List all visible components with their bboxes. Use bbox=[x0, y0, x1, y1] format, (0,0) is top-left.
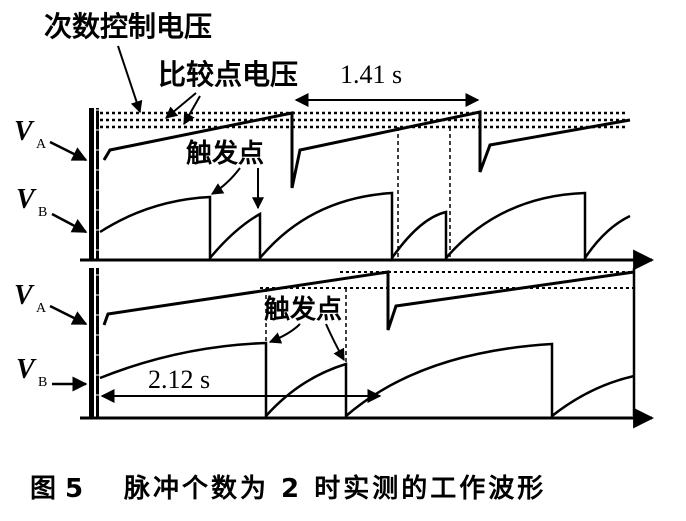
compare-point-voltage-pointer-2 bbox=[183, 95, 201, 126]
bottom-va-subscript: A bbox=[36, 301, 47, 316]
compare-point-voltage-label: 比较点电压 bbox=[158, 58, 298, 91]
caption-text: 脉冲个数为 2 时实测的工作波形 bbox=[124, 473, 546, 504]
bottom-va-label: V A bbox=[14, 280, 88, 326]
top-vb-label: V B bbox=[16, 184, 88, 234]
bottom-interval-label: 2.12 s bbox=[148, 365, 210, 394]
bottom-vb-label: V B bbox=[16, 354, 88, 392]
count-control-voltage-label: 次数控制电压 bbox=[44, 10, 212, 43]
top-trigger-drops bbox=[397, 127, 451, 258]
top-va-letter: V bbox=[14, 116, 35, 147]
bottom-trigger-pointer-2 bbox=[325, 323, 345, 362]
top-va-label: V A bbox=[14, 116, 88, 162]
figure-caption: 图 5 脉冲个数为 2 时实测的工作波形 bbox=[30, 473, 546, 504]
bottom-trigger-pointer-1 bbox=[268, 323, 301, 344]
top-panel: 1.41 s 次数控制电压 比较点电压 触发点 V A V B bbox=[14, 10, 655, 271]
top-trigger-point-label: 触发点 bbox=[186, 138, 264, 169]
top-vb-letter: V bbox=[16, 184, 37, 215]
bottom-trigger-point-label: 触发点 bbox=[264, 294, 342, 325]
top-vb-waveform bbox=[99, 191, 631, 263]
top-va-waveform bbox=[102, 110, 631, 189]
bottom-va-waveform bbox=[102, 270, 635, 331]
bottom-vb-subscript: B bbox=[38, 375, 47, 390]
top-reference-lines bbox=[100, 111, 628, 129]
bottom-scale-bar bbox=[89, 268, 99, 418]
bottom-vb-letter: V bbox=[16, 354, 37, 385]
bottom-va-letter: V bbox=[14, 280, 35, 311]
bottom-trigger-drops bbox=[265, 288, 347, 364]
top-va-subscript: A bbox=[36, 137, 47, 152]
caption-figure-number: 图 5 bbox=[30, 474, 83, 504]
top-vb-subscript: B bbox=[38, 205, 47, 220]
top-scale-bar bbox=[89, 108, 99, 260]
count-control-voltage-pointer bbox=[117, 45, 143, 114]
bottom-vb-waveform bbox=[99, 341, 635, 420]
top-interval-label: 1.41 s bbox=[340, 60, 402, 89]
compare-point-voltage-pointer-1 bbox=[165, 92, 197, 119]
top-trigger-pointer-1 bbox=[210, 167, 241, 195]
bottom-panel: 2.12 s 触发点 V A V B bbox=[14, 268, 655, 429]
